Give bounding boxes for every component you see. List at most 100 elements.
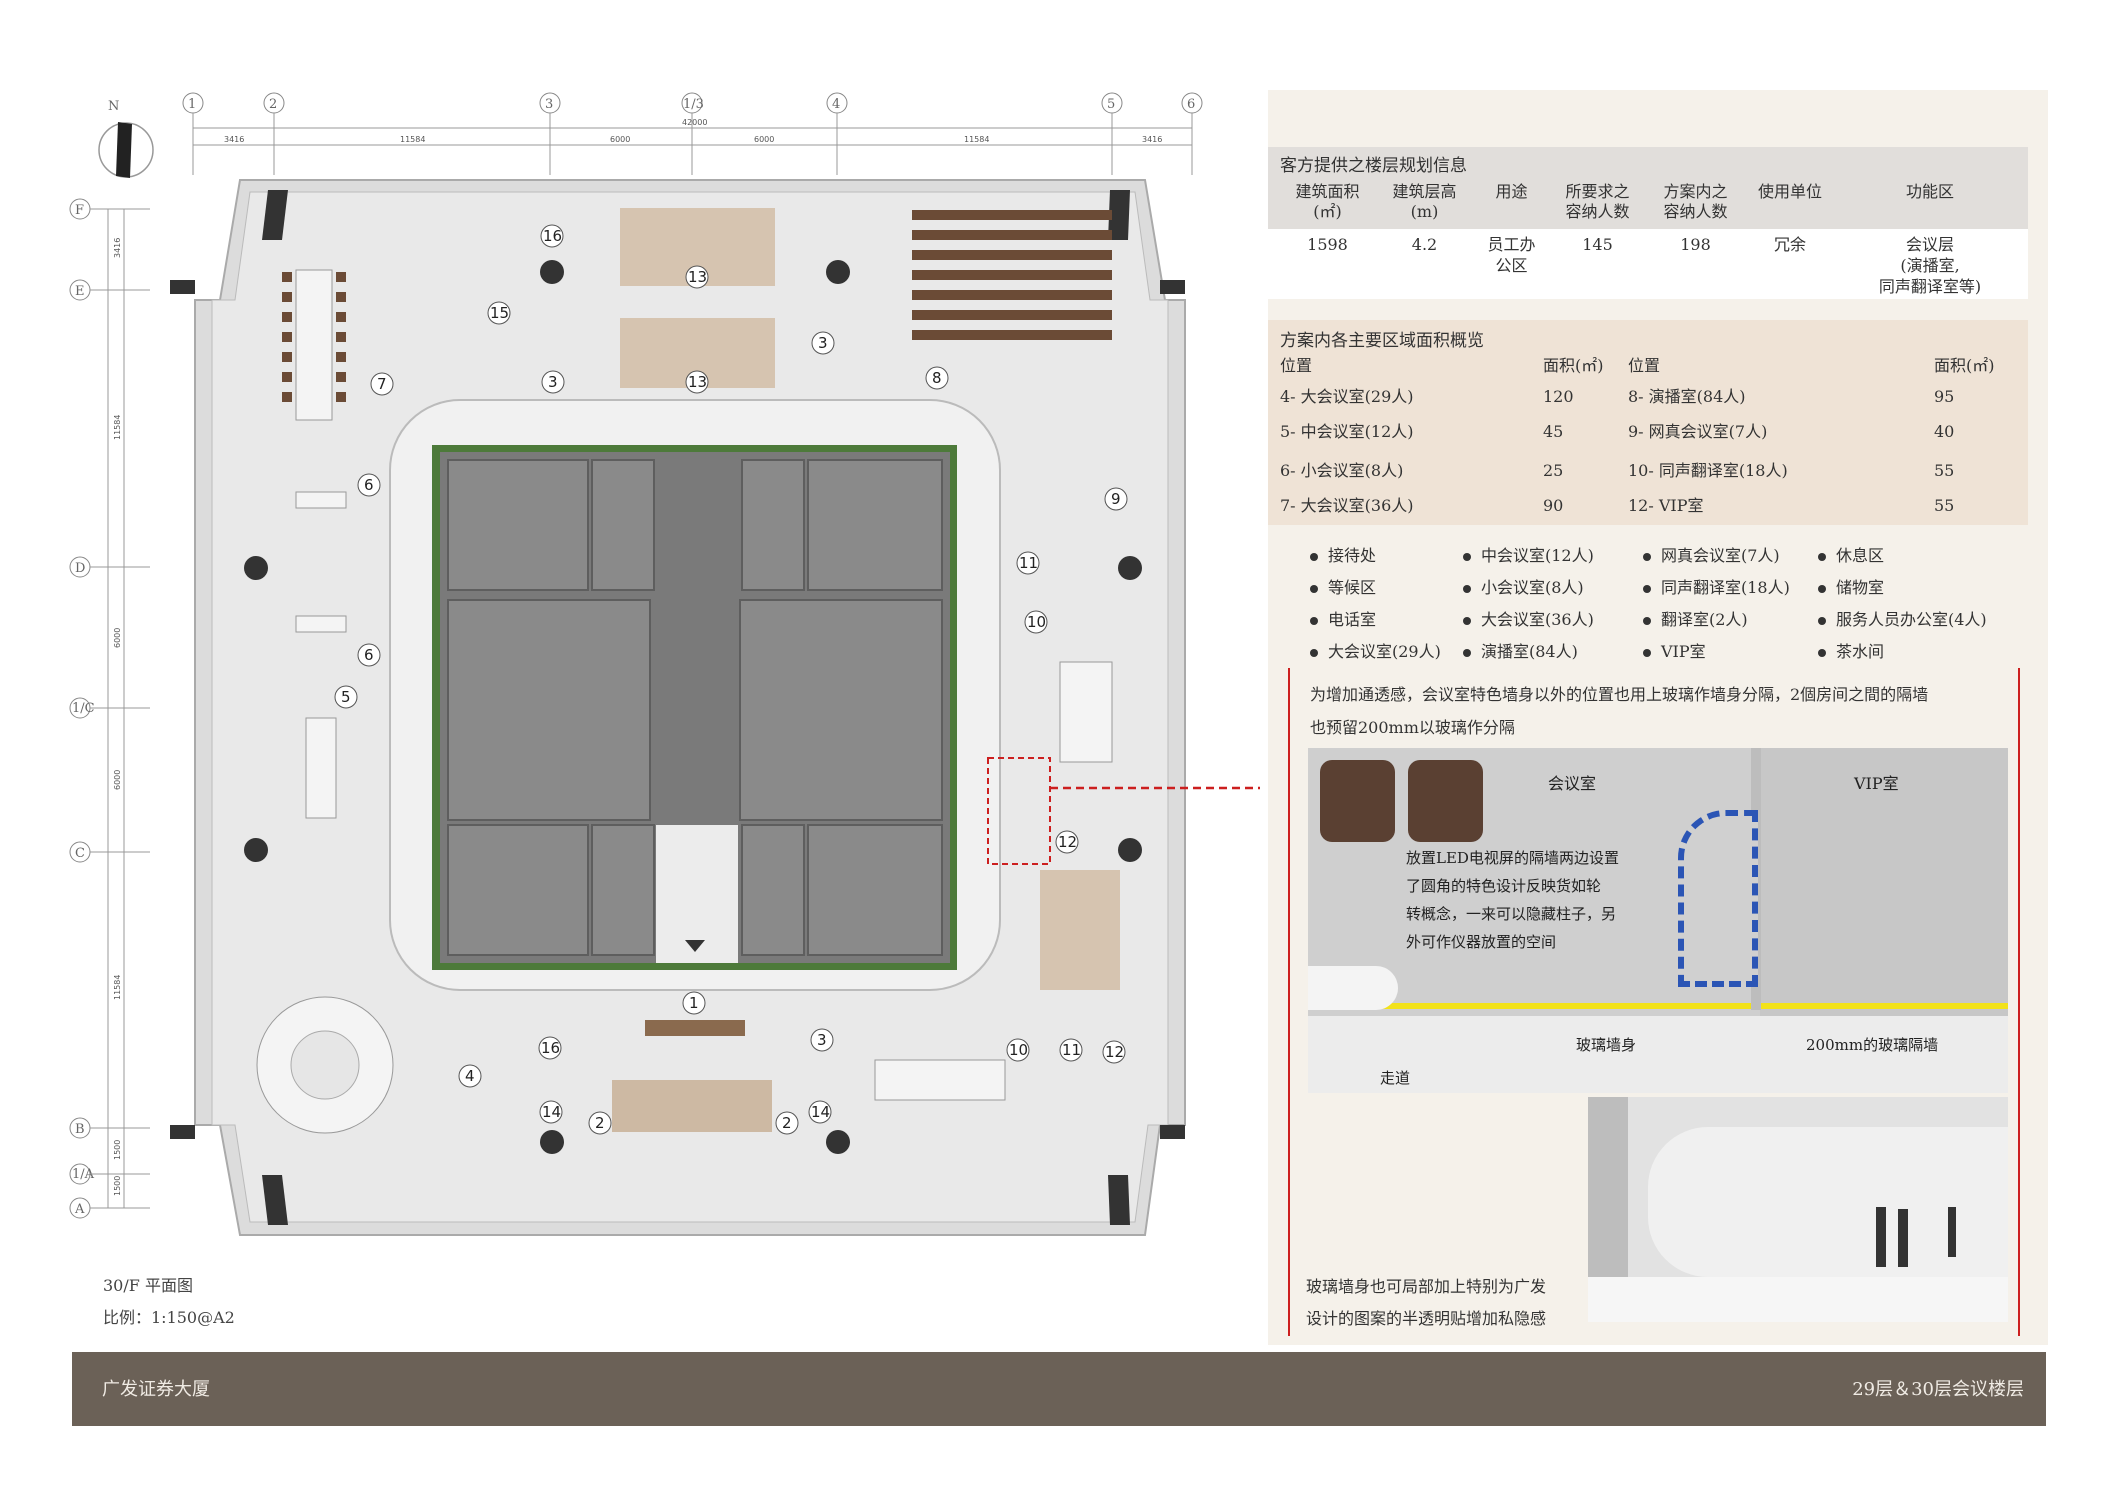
room-marker: 6 — [357, 643, 381, 667]
room-marker: 15 — [487, 301, 511, 325]
room-marker: 12 — [1055, 830, 1079, 854]
svg-text:9: 9 — [1111, 490, 1121, 508]
grid-bubble-row-A: A — [69, 1197, 91, 1219]
label-glass-wall: 玻璃墙身 — [1576, 1036, 1637, 1054]
room-marker: 6 — [357, 473, 381, 497]
room-marker: 7 — [370, 372, 394, 396]
grid-bubble-col-4: 4 — [826, 92, 848, 114]
grid-bubble-row-1C: 1/C — [69, 697, 95, 719]
svg-text:6000: 6000 — [754, 135, 774, 144]
grid-bubble-row-C: C — [69, 841, 91, 863]
table1-header: 用途 — [1495, 182, 1528, 201]
svg-text:6: 6 — [1187, 97, 1195, 112]
table2-cell: 10- 同声翻译室(18人) — [1628, 461, 1788, 480]
svg-text:12: 12 — [1058, 833, 1077, 851]
table2-cell: 45 — [1543, 422, 1564, 441]
svg-text:2: 2 — [269, 97, 277, 112]
legend-item: 演播室(84人) — [1463, 638, 1578, 662]
detail-rendering: 会议室 VIP室 放置LED电视屏的隔墙两边设置 了圆角的特色设计反映货如轮 转… — [1308, 748, 2008, 1093]
glass-note-line1: 为增加通透感，会议室特色墙身以外的位置也用上玻璃作墙身分隔，2個房间之間的隔墙 — [1310, 685, 1929, 704]
room-marker: 12 — [1102, 1040, 1126, 1064]
svg-text:6: 6 — [364, 476, 374, 494]
table2-header: 面积(㎡) — [1543, 356, 1604, 375]
svg-text:10: 10 — [1027, 613, 1046, 631]
table2-cell: 5- 中会议室(12人) — [1280, 422, 1414, 441]
callout-line: 放置LED电视屏的隔墙两边设置 — [1406, 849, 1619, 867]
table2-cell: 55 — [1934, 461, 1955, 480]
structural-columns — [244, 260, 1142, 1154]
table2-cell: 25 — [1543, 461, 1564, 480]
grid-bubble-row-D: D — [69, 556, 91, 578]
grid-bubble-col-1-3: 1/3 — [681, 92, 704, 114]
svg-text:1500: 1500 — [113, 1140, 122, 1160]
vip-room-wall — [1760, 748, 2008, 1016]
legend-item: 大会议室(29人) — [1310, 638, 1441, 662]
table2-cell: 6- 小会议室(8人) — [1280, 461, 1404, 480]
room-marker: 11 — [1016, 551, 1040, 575]
glass-note-line2: 也预留200mm以玻璃作分隔 — [1310, 718, 1515, 737]
svg-text:11584: 11584 — [964, 135, 989, 144]
room-marker: 1 — [682, 991, 706, 1015]
svg-text:11584: 11584 — [400, 135, 425, 144]
plan-scale: 比例：1:150@A2 — [103, 1308, 235, 1327]
svg-text:D: D — [75, 561, 85, 576]
grid-bubble-col-5: 5 — [1101, 92, 1123, 114]
pattern-note-line2: 设计的图案的半透明贴增加私隐感 — [1306, 1309, 1547, 1328]
chair-icon — [1320, 760, 1395, 842]
svg-text:12: 12 — [1105, 1043, 1124, 1061]
footer-floor-title: 29层＆30层会议楼层 — [1852, 1379, 2024, 1400]
svg-text:15: 15 — [490, 304, 509, 322]
furniture — [256, 208, 1120, 1134]
corridor-floor — [1588, 1277, 2008, 1322]
grid-bubble-col-1: 1 — [182, 92, 204, 114]
svg-text:4: 4 — [465, 1067, 475, 1085]
svg-text:1: 1 — [188, 97, 196, 112]
svg-text:3416: 3416 — [1142, 135, 1162, 144]
room-marker: 3 — [811, 331, 835, 355]
table1-header: 建筑层高 (m) — [1392, 182, 1457, 221]
svg-text:1/C: 1/C — [72, 701, 95, 716]
table2-cell: 4- 大会议室(29人) — [1280, 387, 1414, 406]
room-marker: 3 — [810, 1028, 834, 1052]
plan-title: 30/F 平面图 — [103, 1276, 193, 1295]
table1-header-bg — [1268, 147, 2028, 229]
svg-text:1/A: 1/A — [72, 1167, 95, 1182]
detail-frame-left — [1288, 668, 1290, 1336]
table2-cell: 12- VIP室 — [1628, 496, 1704, 515]
room-marker: 10 — [1024, 610, 1048, 634]
table1-header: 方案内之 容纳人数 — [1663, 182, 1728, 221]
glass-wall-line — [1308, 1003, 2008, 1009]
table1-cell: 198 — [1680, 235, 1711, 254]
room-marker: 2 — [775, 1111, 799, 1135]
person-figure — [1898, 1209, 1908, 1267]
svg-text:E: E — [75, 284, 85, 299]
table2-header: 位置 — [1628, 356, 1661, 375]
table2-header: 位置 — [1280, 356, 1313, 375]
legend-item: 电话室 — [1310, 606, 1376, 630]
table2-cell: 40 — [1934, 422, 1955, 441]
svg-text:11584: 11584 — [113, 415, 122, 440]
grid-bubble-row-1A: 1/A — [69, 1163, 95, 1185]
legend-item: 翻译室(2人) — [1643, 606, 1748, 630]
room-number-markers: 16 15 13 13 3 3 8 7 6 6 5 9 11 10 12 4 1… — [334, 224, 1128, 1135]
svg-text:6: 6 — [364, 646, 374, 664]
svg-text:3416: 3416 — [113, 238, 122, 258]
svg-text:16: 16 — [541, 1039, 560, 1057]
svg-text:3: 3 — [818, 334, 828, 352]
grid-bubble-col-6: 6 — [1181, 92, 1203, 114]
label-meeting-room: 会议室 — [1548, 774, 1597, 793]
legend-item: 中会议室(12人) — [1463, 542, 1594, 566]
callout-line: 了圆角的特色设计反映货如轮 — [1406, 877, 1602, 895]
svg-text:5: 5 — [1107, 97, 1115, 112]
north-label: N — [108, 99, 119, 114]
legend-item: 等候区 — [1310, 574, 1376, 598]
svg-text:14: 14 — [811, 1103, 830, 1121]
table1-header: 建筑面积 (㎡) — [1295, 182, 1360, 221]
svg-text:2: 2 — [782, 1114, 792, 1132]
table2-cell: 7- 大会议室(36人) — [1280, 496, 1414, 515]
svg-text:3416: 3416 — [224, 135, 244, 144]
table1-cell: 会议层 (演播室, 同声翻译室等) — [1878, 235, 1982, 296]
legend-item: 茶水间 — [1818, 638, 1884, 662]
table2-cell: 8- 演播室(84人) — [1628, 387, 1746, 406]
table2-cell: 120 — [1543, 387, 1574, 406]
